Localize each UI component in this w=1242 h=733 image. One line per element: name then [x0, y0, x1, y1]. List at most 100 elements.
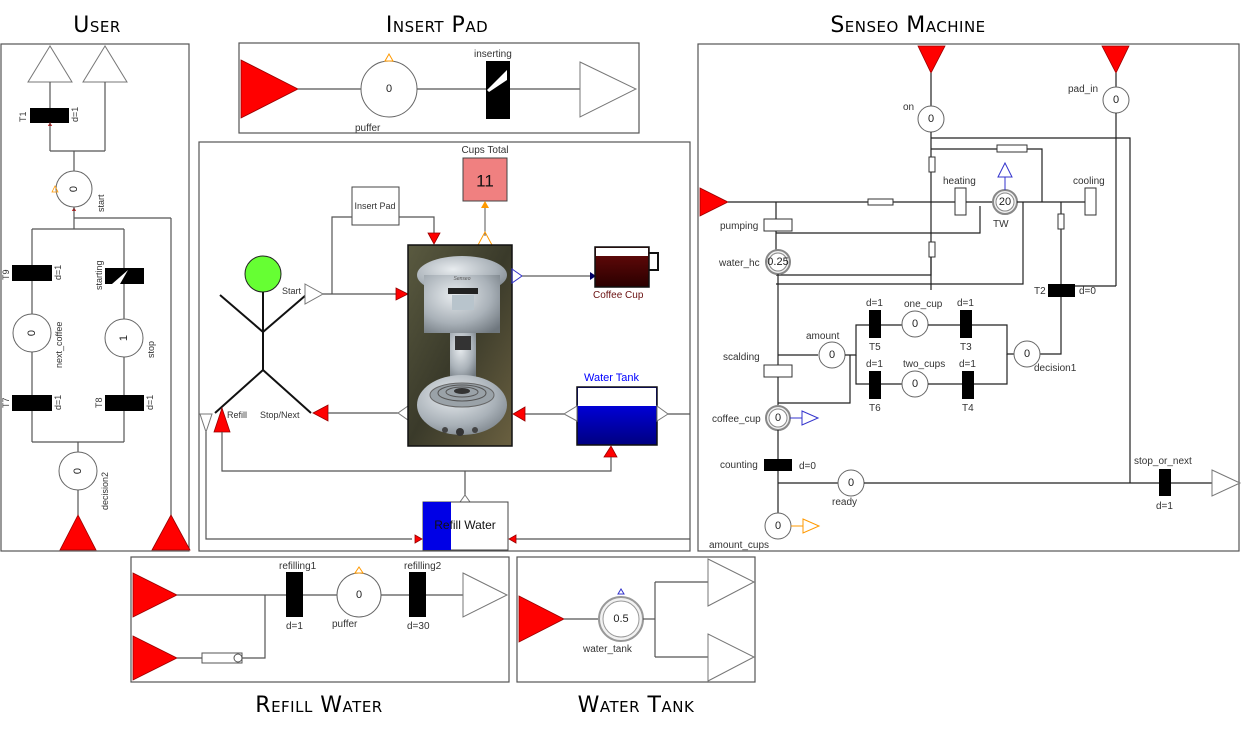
refill-port-label: Refill [227, 410, 247, 420]
transition-t8[interactable] [105, 395, 144, 411]
transition-heating[interactable] [954, 187, 967, 216]
t9-delay: d=1 [53, 265, 63, 280]
t7-delay: d=1 [53, 395, 63, 410]
amount-cups-tokens: 0 [775, 520, 781, 532]
insert-pad-box-label: Insert Pad [354, 201, 395, 211]
pad-in-label: pad_in [1068, 84, 1098, 95]
transition-scalding[interactable] [763, 364, 793, 378]
insert-pad-input-port[interactable] [240, 59, 299, 119]
refill-output-port[interactable] [462, 572, 509, 618]
cups-total-label: Cups Total [461, 145, 508, 156]
on-label: on [903, 102, 914, 113]
senseo-machine-image[interactable]: Senseo [407, 244, 513, 447]
starting-label: starting [94, 260, 104, 290]
scalding-label: scalding [723, 352, 760, 363]
transition-t9[interactable] [12, 265, 52, 281]
refill-input-port-2[interactable] [132, 635, 178, 681]
stop-tokens: 1 [118, 335, 130, 341]
decision1-label: decision1 [1034, 363, 1077, 374]
ready-tokens: 0 [848, 477, 854, 489]
tw-tokens: 20 [999, 196, 1011, 208]
decision2-tokens: 0 [72, 468, 84, 474]
cups-total-display [462, 157, 508, 202]
next-coffee-label: next_coffee [54, 322, 64, 368]
user-panel: T1 d=1 0 start T9 d=1 starting 0 next_co… [0, 43, 191, 552]
senseo-water-input-port[interactable] [699, 187, 729, 217]
one-cup-label: one_cup [904, 299, 943, 310]
t5-delay: d=1 [866, 298, 883, 309]
user-refill-out-port[interactable] [199, 413, 213, 434]
amount-cups-output-port[interactable] [802, 518, 821, 534]
transition-cooling[interactable] [1084, 187, 1097, 216]
decision2-label: decision2 [100, 472, 110, 510]
insert-pad-panel: 0 puffer inserting [238, 42, 640, 134]
stop-label: stop [146, 341, 156, 358]
insert-pad-output-port[interactable] [579, 61, 638, 118]
stop-or-next-delay: d=1 [1156, 501, 1173, 512]
user-input-port-1[interactable] [59, 514, 97, 551]
water-tank-label: Water Tank [584, 372, 640, 384]
user-input-port-2[interactable] [151, 514, 191, 551]
transition-t7[interactable] [12, 395, 52, 411]
water-tank-output-port-2[interactable] [707, 633, 756, 682]
amount-label: amount [806, 331, 840, 342]
t1-label: T1 [18, 111, 28, 122]
senseo-machine-panel: 0 on 0 pad_in heating 20 TW cool [697, 43, 1242, 552]
coffee-cup-tokens: 0 [775, 412, 781, 424]
start-tokens: 0 [68, 186, 80, 192]
refilling1-label: refilling1 [279, 561, 317, 572]
water-tank-output-port-1[interactable] [707, 558, 756, 607]
two-cups-tokens: 0 [912, 378, 918, 390]
transition-t2[interactable] [1048, 284, 1075, 297]
transition-t5[interactable] [869, 310, 881, 338]
tw-label: TW [993, 219, 1009, 230]
overview-panel: Cups Total 11 Insert Pad Start Refill St… [198, 141, 691, 552]
transition-counting[interactable] [764, 459, 792, 471]
stop-or-next-label: stop_or_next [1134, 456, 1192, 467]
refilling1-delay: d=1 [286, 621, 303, 632]
ready-label: ready [832, 497, 857, 508]
place-decision1[interactable] [1013, 340, 1041, 368]
decision1-tokens: 0 [1024, 348, 1030, 360]
water-hc-tokens: 0.25 [767, 256, 788, 268]
t2-label: T2 [1034, 286, 1046, 297]
transition-refilling1[interactable] [286, 572, 303, 617]
refill-puffer-tokens: 0 [356, 589, 362, 601]
refill-water-box-label: Refill Water [434, 518, 496, 532]
pad-in-tokens: 0 [1113, 94, 1119, 106]
t6-label: T6 [869, 403, 881, 414]
place-one-cup[interactable] [901, 310, 929, 338]
transition-stop-or-next[interactable] [1159, 469, 1171, 496]
water-tank-input-port[interactable] [518, 595, 565, 643]
water-hc-label: water_hc [718, 258, 760, 269]
transition-pumping[interactable] [763, 218, 793, 232]
two-cups-label: two_cups [903, 359, 945, 370]
puffer-tokens: 0 [386, 83, 392, 95]
senseo-stop-next-output-port[interactable] [1211, 469, 1242, 497]
refilling2-delay: d=30 [407, 621, 430, 632]
transition-t4[interactable] [962, 371, 974, 399]
t2-delay: d=0 [1079, 286, 1096, 297]
transition-refilling2[interactable] [409, 572, 426, 617]
cooling-label: cooling [1073, 176, 1105, 187]
starting-progress-indicator [112, 270, 128, 284]
water-tank-tokens: 0.5 [613, 613, 628, 625]
senseo-on-input-port[interactable] [917, 45, 946, 74]
machine-brand: Senseo [454, 276, 471, 282]
refill-input-port-1[interactable] [132, 572, 178, 618]
user-start-port[interactable] [304, 283, 325, 305]
water-tank-panel: 0.5 water_tank [516, 556, 756, 683]
t3-label: T3 [960, 342, 972, 353]
senseo-pad-input-port[interactable] [1101, 45, 1130, 74]
on-tokens: 0 [928, 113, 934, 125]
title-refill-water: Refill Water [255, 693, 382, 718]
transition-t3[interactable] [960, 310, 972, 338]
insert-pad-subsystem[interactable] [351, 186, 400, 226]
refill-puffer-label: puffer [332, 619, 358, 630]
counting-label: counting [720, 460, 758, 471]
coffee-cup-output-port[interactable] [801, 410, 820, 426]
transition-t6[interactable] [869, 371, 881, 399]
amount-cups-label: amount_cups [709, 540, 769, 551]
transition-t1[interactable] [30, 108, 69, 123]
t9-label: T9 [1, 269, 11, 280]
